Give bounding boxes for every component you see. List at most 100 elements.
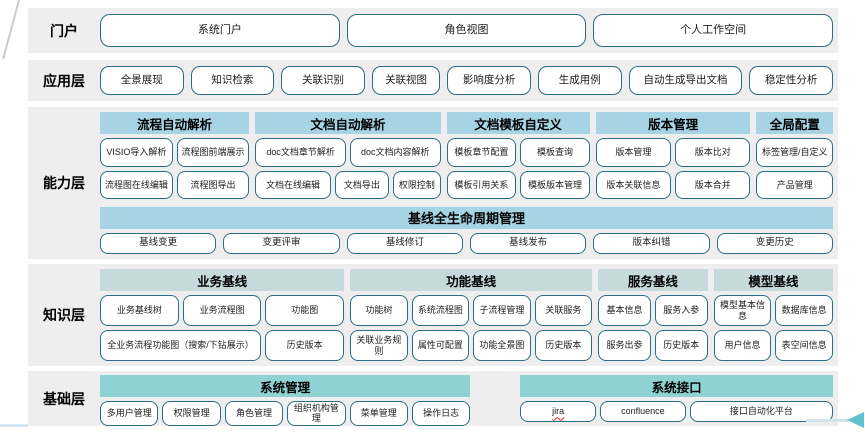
module-box: 历史版本	[534, 330, 593, 361]
group-title: 系统管理	[100, 375, 471, 397]
module-box: 关联视图	[371, 66, 441, 95]
module-box: 历史版本	[654, 330, 708, 361]
application-buttons-row: 全景展现知识检索关联识别关联视图影响度分析生成用例自动生成导出文档稳定性分析	[100, 60, 838, 101]
kn-group-3: 模型基线模型基本信息数据库信息用户信息表空间信息	[713, 269, 833, 361]
module-box: 业务流程图	[182, 295, 262, 326]
group-title: 模型基线	[713, 269, 833, 291]
module-box: 文档导出	[334, 170, 390, 200]
module-box: 基线修订	[346, 232, 463, 254]
band-application-layer: 应用层 全景展现知识检索关联识别关联视图影响度分析生成用例自动生成导出文档稳定性…	[28, 60, 838, 101]
group-title: 文档自动解析	[255, 112, 441, 134]
kn-group-1: 功能基线功能树系统流程图子流程管理关联服务关联业务规则属性可配置功能全景图历史版…	[350, 269, 593, 361]
module-box: 版本比对	[675, 138, 751, 167]
module-box: 权限管理	[162, 401, 221, 426]
kn-group-2: 服务基线基本信息服务入参服务出参历史版本	[598, 269, 708, 361]
module-box: VISIO导入解析	[100, 138, 173, 167]
module-box: 角色管理	[224, 401, 284, 426]
group-title: 全局配置	[756, 112, 833, 134]
module-box: doc文档章节解析	[255, 138, 346, 167]
module-box: 流程图在线编辑	[100, 170, 173, 200]
module-box: 业务基线树	[100, 295, 179, 326]
module-box: 版本合并	[675, 170, 751, 200]
module-box: 模板版本管理	[520, 170, 590, 200]
bottom-right-line-decoration	[806, 419, 848, 422]
module-box: 接口自动化平台	[689, 401, 833, 422]
group-row: 关联业务规则属性可配置功能全景图历史版本	[350, 330, 593, 361]
module-box: 基本信息	[598, 295, 651, 326]
group-row: 产品管理	[756, 170, 833, 200]
module-box: 知识检索	[190, 66, 275, 95]
baseline-buttons-row: 基线变更变更评审基线修订基线发布版本纠错变更历史	[100, 232, 833, 254]
module-box: 基线变更	[100, 232, 217, 254]
left-arrow-icon	[847, 412, 864, 428]
cap-group-3: 版本管理版本管理版本比对版本关联信息版本合并	[595, 112, 751, 200]
module-box: 子流程管理	[473, 295, 531, 326]
module-box: 功能全景图	[473, 330, 531, 361]
group-row: 模型基本信息数据库信息	[713, 295, 833, 326]
module-box: 产品管理	[756, 170, 833, 200]
group-row: 服务出参历史版本	[598, 330, 708, 361]
group-row: 模板章节配置模板查询	[446, 138, 590, 167]
group-row: 基本信息服务入参	[598, 295, 708, 326]
module-box: 版本纠错	[593, 232, 710, 254]
baseline-lifecycle-header: 基线全生命周期管理	[100, 207, 833, 229]
module-box: 功能图	[265, 295, 345, 326]
module-box: confluence	[600, 401, 686, 422]
layer-label-capability: 能力层	[43, 175, 85, 191]
cap-group-2: 文档模板自定义模板章节配置模板查询模板引用关系模板版本管理	[446, 112, 590, 200]
module-box: 模板查询	[520, 138, 590, 167]
module-box: 系统门户	[100, 14, 340, 47]
module-box: 系统流程图	[411, 295, 470, 326]
knowledge-content: 业务基线业务基线树业务流程图功能图全业务流程功能图（搜索/下钻展示）历史版本功能…	[100, 264, 838, 366]
bottom-left-line-decoration	[0, 424, 28, 427]
group-title: 系统接口	[520, 375, 833, 397]
module-box: 属性可配置	[411, 330, 470, 361]
module-box: 用户信息	[713, 330, 772, 361]
band-portal: 门户 系统门户角色视图个人工作空间	[28, 8, 838, 53]
module-box: 模板引用关系	[446, 170, 517, 200]
module-box: 菜单管理	[349, 401, 408, 426]
group-title: 文档模板自定义	[446, 112, 590, 134]
band-knowledge-layer: 知识层 业务基线业务基线树业务流程图功能图全业务流程功能图（搜索/下钻展示）历史…	[28, 264, 838, 366]
module-box: 操作日志	[411, 401, 471, 426]
portal-buttons-row: 系统门户角色视图个人工作空间	[100, 8, 838, 53]
group-row: 标签管理/自定义	[756, 138, 833, 167]
module-box: 表空间信息	[775, 330, 833, 361]
module-box: 流程图前端展示	[176, 138, 250, 167]
module-box: 生成用例	[537, 66, 622, 95]
group-title: 功能基线	[350, 269, 593, 291]
module-box: 权限控制	[393, 170, 441, 200]
layer-label-application: 应用层	[43, 72, 85, 89]
corner-diagonal-decoration	[2, 0, 20, 59]
module-box: 影响度分析	[447, 66, 531, 95]
module-box: 模板章节配置	[446, 138, 517, 167]
group-row: 流程图在线编辑流程图导出	[100, 170, 250, 200]
group-row: 功能树系统流程图子流程管理关联服务	[350, 295, 593, 326]
group-row: 版本管理版本比对	[595, 138, 751, 167]
module-box: doc文档内容解析	[349, 138, 441, 167]
module-box: 多用户管理	[100, 401, 159, 426]
layer-label-knowledge: 知识层	[43, 307, 85, 323]
module-box: 数据库信息	[775, 295, 833, 326]
module-box: 关联识别	[281, 66, 365, 95]
group-row: 用户信息表空间信息	[713, 330, 833, 361]
module-box: 变更评审	[223, 232, 340, 254]
layer-label-base: 基础层	[43, 390, 85, 407]
module-box: 全业务流程功能图（搜索/下钻展示）	[100, 330, 261, 361]
module-box: jira	[520, 401, 596, 422]
module-box: 版本关联信息	[595, 170, 672, 200]
module-box: 全景展现	[100, 66, 184, 95]
module-box: 流程图导出	[176, 170, 250, 200]
group-title: 流程自动解析	[100, 112, 250, 134]
module-box: 变更历史	[716, 232, 833, 254]
group-row: 版本关联信息版本合并	[595, 170, 751, 200]
module-box: 关联业务规则	[350, 330, 408, 361]
